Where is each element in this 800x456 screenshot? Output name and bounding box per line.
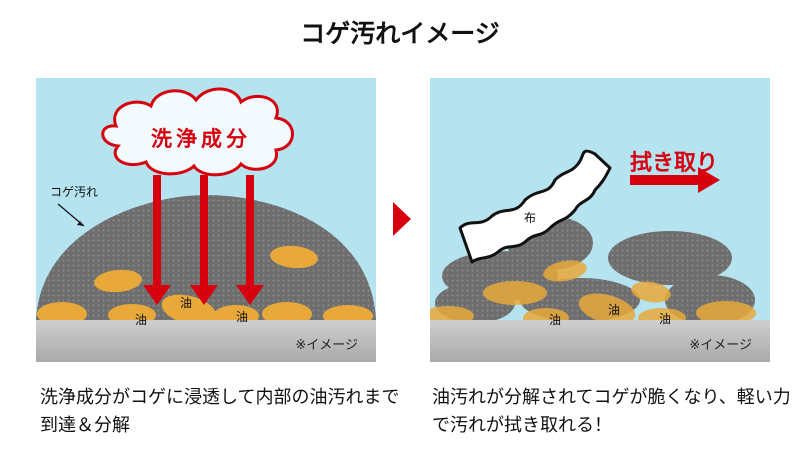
- cloth-label: 布: [524, 211, 536, 225]
- oil-label: 油: [659, 312, 671, 326]
- koge-label: コゲ汚れ: [50, 185, 98, 199]
- image-note: ※イメージ: [295, 338, 358, 353]
- oil-label: 油: [608, 303, 620, 317]
- before-illustration: 洗浄成分 コゲ汚れ 油 油 油 ※イメージ: [36, 78, 376, 362]
- arrow-right-icon: [630, 167, 720, 193]
- before-caption: 洗浄成分がコゲに浸透して内部の油汚れまで到達＆分解: [40, 387, 400, 436]
- oil-label: 油: [180, 296, 192, 310]
- cloud-label: 洗浄成分: [151, 127, 251, 151]
- oil-label: 油: [135, 313, 147, 327]
- floor: [36, 320, 376, 362]
- cloud: [101, 87, 294, 177]
- image-note: ※イメージ: [689, 338, 752, 353]
- oil-label: 油: [236, 310, 248, 324]
- after-illustration: 布 拭き取り 油 油 油 ※イメージ: [430, 78, 770, 362]
- cloth: [458, 149, 612, 264]
- page-title: コゲ汚れイメージ: [300, 19, 500, 48]
- oil-label: 油: [549, 313, 561, 327]
- chevron-right-icon: [393, 202, 411, 236]
- floor: [430, 320, 770, 362]
- after-caption: 油汚れが分解されてコゲが脆くなり、軽い力で汚れが拭き取れる！: [432, 387, 791, 436]
- penetration-arrows: [143, 175, 264, 305]
